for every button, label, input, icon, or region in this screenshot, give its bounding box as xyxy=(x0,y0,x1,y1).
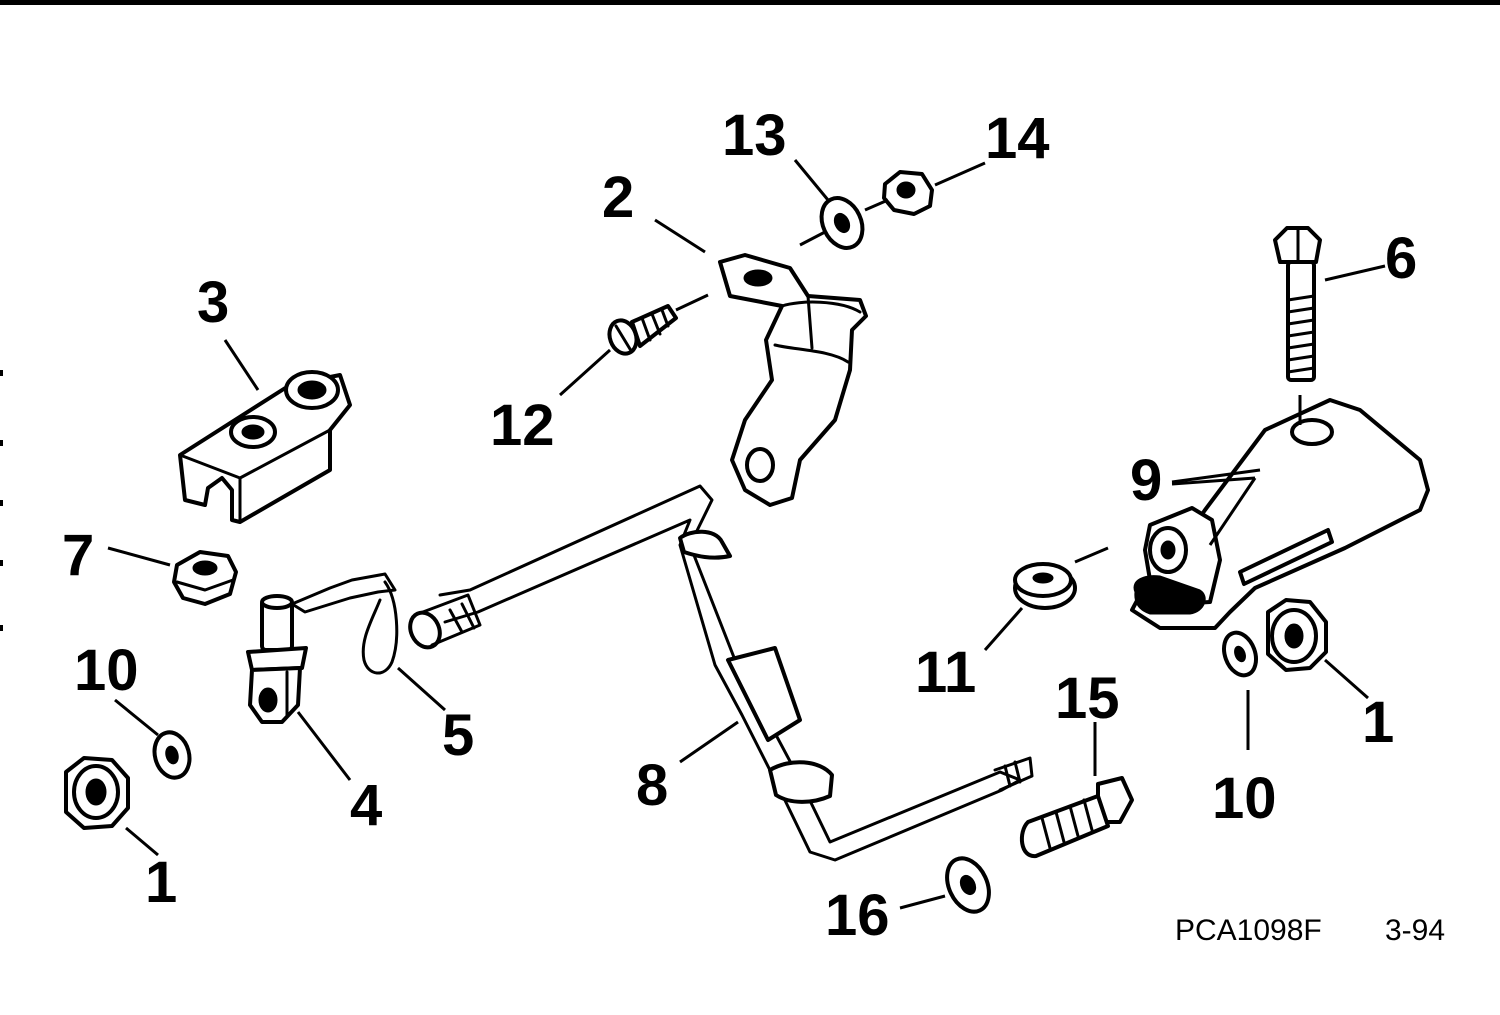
callout-11: 11 xyxy=(915,640,976,705)
leader-3 xyxy=(223,339,260,391)
callout-12: 12 xyxy=(490,393,555,458)
top-border xyxy=(0,0,1500,5)
callout-13: 13 xyxy=(722,103,787,168)
part-code-label: PCA1098F xyxy=(1175,914,1322,947)
part-1-hex-nut-left xyxy=(64,756,130,830)
part-15-bolt xyxy=(1019,776,1134,858)
part-8-shift-rod xyxy=(408,484,1034,862)
leader-9a xyxy=(1171,468,1261,484)
part-2-bracket xyxy=(718,253,868,507)
part-13-washer xyxy=(819,196,865,250)
part-4-swivel-joint xyxy=(246,594,308,724)
leader-2b xyxy=(675,293,709,312)
leader-14b xyxy=(864,198,889,212)
page-ref-label: 3-94 xyxy=(1385,914,1445,947)
leader-5 xyxy=(397,666,446,712)
part-11-bushing xyxy=(1013,562,1077,610)
leader-lines xyxy=(107,159,1386,910)
callout-2: 2 xyxy=(602,165,634,230)
leader-14 xyxy=(934,161,986,187)
leader-8 xyxy=(679,720,739,764)
part-16-washer xyxy=(945,856,991,914)
leader-11 xyxy=(983,607,1024,651)
callouts: 3 7 10 1 4 5 2 12 13 14 6 9 11 15 1 10 8… xyxy=(62,103,1417,948)
callout-14: 14 xyxy=(985,106,1050,171)
part-1-hex-nut-right xyxy=(1266,598,1328,672)
part-7-nut xyxy=(172,550,238,606)
leader-1-right xyxy=(1324,658,1369,700)
leader-6 xyxy=(1324,264,1386,282)
callout-1-left: 1 xyxy=(145,850,177,915)
callout-1-right: 1 xyxy=(1362,690,1394,755)
leader-1-left xyxy=(125,826,159,857)
leader-7 xyxy=(107,546,171,567)
callout-9: 9 xyxy=(1130,448,1162,513)
leader-9c xyxy=(1208,477,1257,546)
callout-5: 5 xyxy=(442,703,474,768)
footer: PCA1098F 3-94 xyxy=(1175,914,1445,947)
callout-8: 8 xyxy=(636,753,668,818)
callout-6: 6 xyxy=(1385,226,1417,291)
callout-3: 3 xyxy=(197,270,229,335)
part-14-nut xyxy=(882,170,934,216)
callout-7: 7 xyxy=(62,523,94,588)
leader-16 xyxy=(899,894,946,910)
leader-12 xyxy=(558,348,612,397)
leader-4 xyxy=(296,711,352,781)
callout-15: 15 xyxy=(1055,666,1120,731)
leader-13 xyxy=(793,159,830,201)
callout-10-left: 10 xyxy=(74,638,139,703)
part-10-washer-left xyxy=(152,730,192,780)
leader-11b xyxy=(1074,546,1109,564)
callout-4: 4 xyxy=(350,773,382,838)
part-3-clamp-block xyxy=(178,370,352,524)
scan-edge-marks xyxy=(0,370,3,631)
part-10-washer-right xyxy=(1222,630,1258,678)
part-5-spring-clip xyxy=(290,572,399,675)
part-6-hex-bolt xyxy=(1273,226,1322,382)
leader-9b xyxy=(1171,476,1256,486)
leader-2 xyxy=(654,218,706,254)
callout-16: 16 xyxy=(825,883,890,948)
leader-13b xyxy=(799,230,826,247)
part-12-screw xyxy=(607,304,678,356)
part-9-lever-plate xyxy=(1130,398,1430,630)
callout-10-right: 10 xyxy=(1212,766,1277,831)
leader-10-left xyxy=(114,698,159,737)
